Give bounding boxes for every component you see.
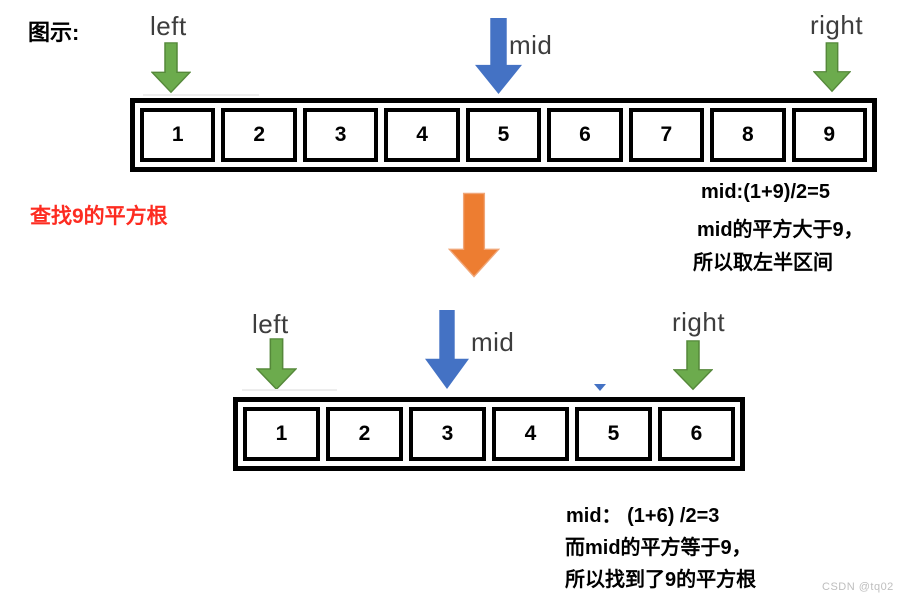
array-cell: 3 <box>409 407 486 461</box>
transition-arrow-icon <box>448 192 500 278</box>
step1-mid-arrow-icon <box>475 18 522 94</box>
step1-array-row: 1 2 3 4 5 6 7 8 9 <box>130 98 877 172</box>
step1-note-line-2: mid的平方大于9， <box>697 219 864 241</box>
array-cell: 2 <box>326 407 403 461</box>
scan-artifact-line <box>143 94 259 96</box>
array-cell: 2 <box>221 108 297 162</box>
step1-left-arrow-icon <box>151 42 191 94</box>
array-cell: 5 <box>575 407 652 461</box>
array-cell: 4 <box>492 407 569 461</box>
step2-left-arrow-icon <box>256 338 297 391</box>
step2-note-line-2: 而mid的平方等于9， <box>565 537 752 559</box>
step2-right-pointer-label: right <box>672 307 726 337</box>
array-cell: 1 <box>243 407 320 461</box>
step1-right-arrow-icon <box>813 42 851 93</box>
step1-note-line-1: mid:(1+9)/2=5 <box>701 181 830 203</box>
array-cell: 9 <box>791 108 867 162</box>
search-target-caption: 查找9的平方根 <box>30 205 168 228</box>
array-cell: 8 <box>710 108 786 162</box>
array-cell: 4 <box>384 108 460 162</box>
step2-right-arrow-icon <box>673 340 713 391</box>
array-cell: 1 <box>140 108 216 162</box>
step2-note-line-1: mid： (1+6) /2=3 <box>566 505 720 527</box>
step2-mid-arrow-icon <box>425 310 469 389</box>
small-arrow-artifact-icon <box>594 384 606 391</box>
array-cell: 3 <box>302 108 379 162</box>
page-title: 图示: <box>28 20 80 45</box>
step2-mid-pointer-label: mid <box>471 327 515 357</box>
step2-left-pointer-label: left <box>252 309 289 339</box>
array-cell: 6 <box>547 108 623 162</box>
step2-note-line-3: 所以找到了9的平方根 <box>565 569 757 591</box>
watermark: CSDN @tq02 <box>822 581 894 593</box>
array-cell: 5 <box>465 108 542 162</box>
array-cell: 6 <box>658 407 735 461</box>
step1-left-pointer-label: left <box>150 11 187 41</box>
step1-note-line-3: 所以取左半区间 <box>693 252 833 274</box>
step1-mid-pointer-label: mid <box>509 30 553 60</box>
step1-right-pointer-label: right <box>810 10 864 40</box>
scan-artifact-line <box>242 389 337 391</box>
step2-array-row: 1 2 3 4 5 6 <box>233 397 745 471</box>
array-cell: 7 <box>628 108 705 162</box>
